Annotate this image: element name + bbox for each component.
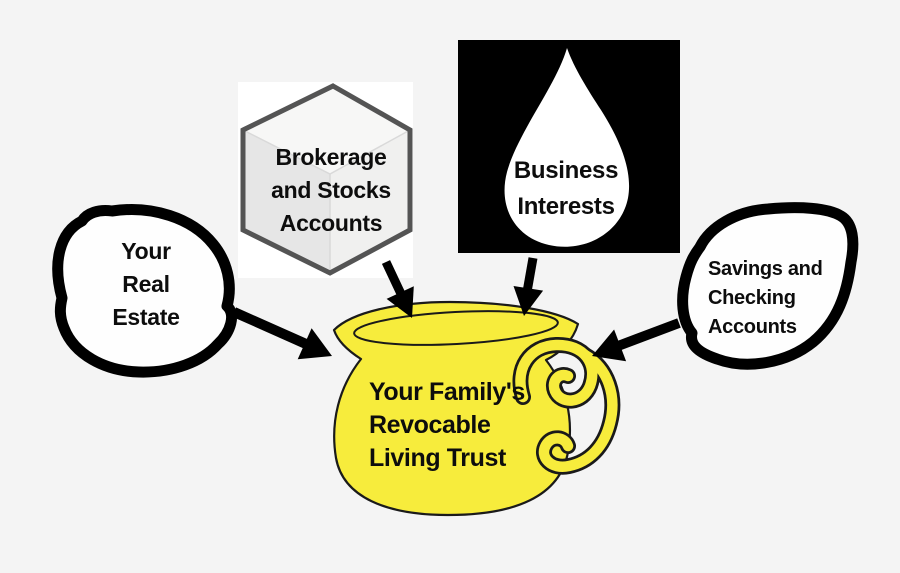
- pitcher-handle: [512, 337, 621, 475]
- arrow-business-to-trust: [513, 257, 544, 316]
- trust-pitcher-shape: [332, 300, 621, 517]
- water-drop-icon: [504, 48, 630, 247]
- cube-outline: [240, 83, 413, 276]
- trust-label: Your Family's Revocable Living Trust: [369, 376, 559, 475]
- real-estate-blob-shape: [52, 204, 238, 378]
- trust-line: Your Family's: [369, 378, 525, 406]
- brokerage-line: and Stocks: [271, 177, 391, 203]
- arrow-brokerage-to-trust: [381, 260, 414, 318]
- cube-inner-edges: [242, 129, 411, 273]
- business-line: Business: [513, 157, 619, 184]
- arrow-savings-to-trust: [592, 318, 681, 362]
- brokerage-label: Brokerage and Stocks Accounts: [251, 141, 411, 240]
- savings-label: Savings and Checking Accounts: [708, 255, 878, 342]
- real-estate-line: Your: [121, 238, 171, 264]
- business-line: Interests: [517, 193, 615, 220]
- arrows: [231, 257, 681, 362]
- real-estate-label: Your Real Estate: [66, 235, 226, 334]
- brokerage-line: Brokerage: [275, 144, 387, 170]
- savings-line: Checking: [708, 287, 796, 309]
- business-square-shape: [458, 40, 680, 253]
- real-estate-line: Real: [122, 271, 170, 297]
- cube-left-face: [243, 130, 330, 273]
- pitcher-rim-opening: [353, 310, 559, 346]
- savings-line: Accounts: [708, 316, 797, 338]
- trust-line: Living Trust: [369, 444, 506, 472]
- brokerage-line: Accounts: [279, 210, 383, 236]
- cube-right-face: [330, 130, 410, 273]
- real-estate-line: Estate: [112, 304, 180, 330]
- savings-blob-shape: [677, 202, 859, 370]
- trust-line: Revocable: [369, 411, 491, 439]
- arrow-real-estate-to-trust: [231, 307, 332, 360]
- savings-line: Savings and: [708, 258, 823, 280]
- business-label: Business Interests: [486, 153, 646, 225]
- brokerage-cube-shape: [238, 82, 413, 278]
